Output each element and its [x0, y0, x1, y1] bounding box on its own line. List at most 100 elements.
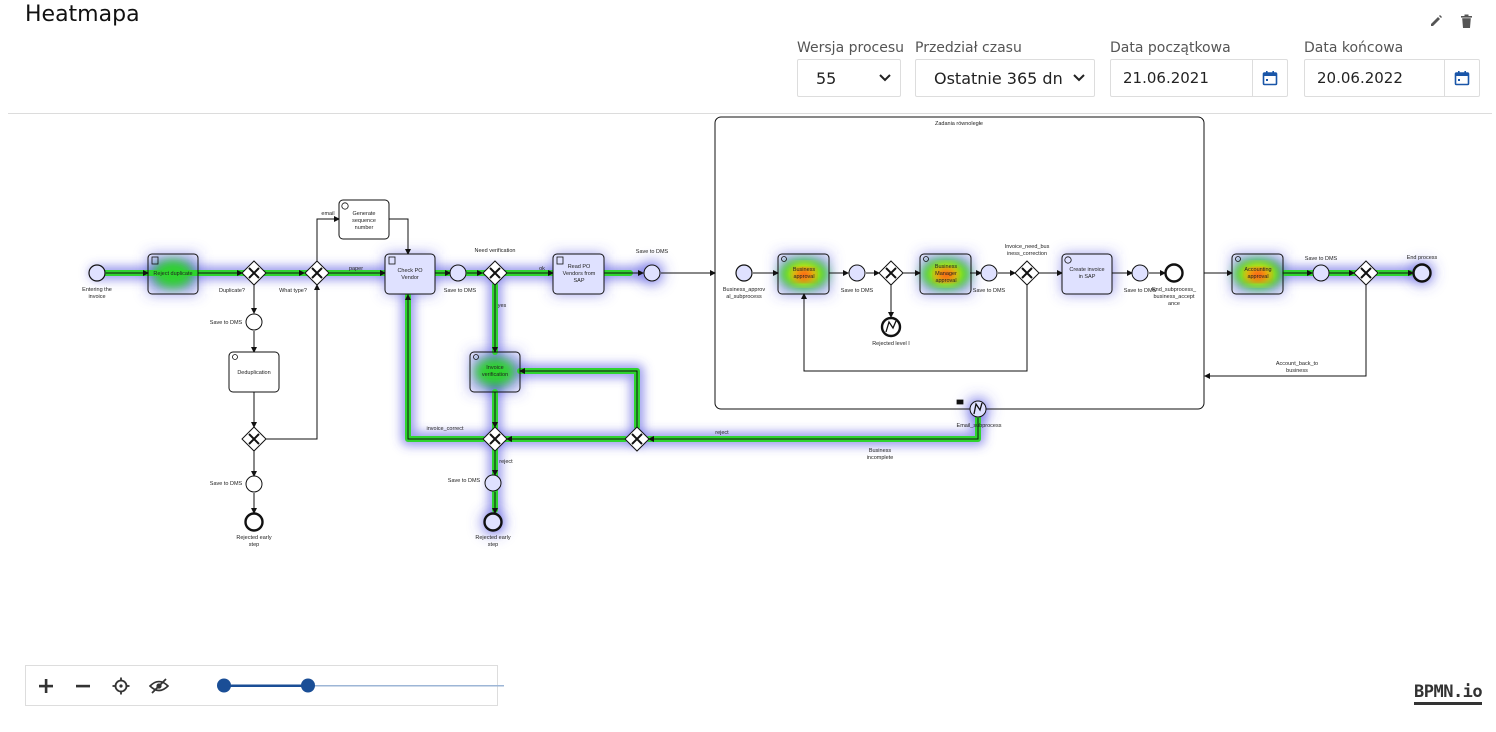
gateway-x-marks: [248, 267, 1372, 445]
start-event: [735, 264, 753, 282]
start-event: [88, 264, 106, 282]
task-label: number: [355, 225, 374, 231]
user-icon: [781, 256, 787, 262]
eye-off-icon[interactable]: [148, 675, 170, 697]
user-icon: [923, 256, 929, 262]
event-label: Save to DMS: [444, 288, 477, 294]
intermediate-event: [848, 264, 866, 282]
user-icon: [232, 354, 238, 360]
flow-label: incomplete: [867, 455, 894, 461]
end-event: [1412, 263, 1432, 283]
task-read-po-vendors: [552, 253, 605, 295]
end-event: [1164, 263, 1184, 283]
flow-label: email: [321, 211, 334, 217]
page-title: Heatmapa: [25, 2, 140, 27]
task-reject-duplicate: [147, 253, 199, 295]
task-label: Deduplication: [237, 370, 270, 376]
end-date-value[interactable]: 20.06.2022: [1317, 69, 1403, 87]
heat-halo-nodes: [148, 254, 1434, 535]
flow-label: ok: [539, 266, 545, 272]
event-label: Business_approv: [723, 287, 765, 293]
events[interactable]: [88, 263, 1432, 532]
task-label: Vendors from: [563, 271, 596, 277]
task-markers: [151, 202, 1241, 405]
slider-handle-high: [301, 678, 315, 693]
envelope-icon: [956, 399, 964, 405]
task-label: Manager: [935, 271, 957, 277]
intermediate-event: [1312, 264, 1330, 282]
parallel-subprocess[interactable]: [714, 116, 1205, 410]
event-label: Email_subprocess: [957, 423, 1002, 429]
intermediate-event: [245, 313, 263, 331]
task-label: approval: [1247, 274, 1268, 280]
pencil-icon[interactable]: [1427, 12, 1445, 30]
intermediate-event: [484, 474, 502, 492]
start-date-field[interactable]: 21.06.2021: [1110, 59, 1288, 97]
task-label: Generate: [353, 211, 376, 217]
calendar-icon[interactable]: [1444, 60, 1479, 96]
end-date-label: Data końcowa: [1304, 40, 1404, 56]
chevron-down-icon: [870, 74, 900, 82]
tasks[interactable]: [147, 199, 1284, 393]
plus-icon[interactable]: [35, 675, 57, 697]
event-label: Save to DMS: [973, 288, 1006, 294]
task-label: Read PO: [568, 264, 591, 270]
task-generate-sequence: [338, 199, 390, 240]
flow-label: paper: [349, 266, 363, 272]
end-date-field[interactable]: 20.06.2022: [1304, 59, 1480, 97]
flow-label: invoice_correct: [427, 426, 464, 432]
task-label: Accounting: [1244, 267, 1271, 273]
version-select[interactable]: 55: [797, 59, 901, 97]
range-select[interactable]: Ostatnie 365 dni: [915, 59, 1095, 97]
task-label: sequence: [352, 218, 376, 224]
bpmn-io-logo[interactable]: BPMN.io: [1414, 682, 1483, 705]
range-label: Przedział czasu: [915, 40, 1022, 56]
event-label: ance: [1168, 301, 1180, 307]
start-date-label: Data początkowa: [1110, 40, 1231, 56]
bpmn-canvas[interactable]: Zadania równoległe: [0, 114, 1496, 654]
event-label: al_subprocess: [726, 294, 762, 300]
start-date-value[interactable]: 21.06.2021: [1123, 69, 1209, 87]
gear-icon: [341, 202, 349, 210]
script-icon: [151, 256, 159, 265]
event-label: Save to DMS: [1305, 256, 1338, 262]
event-label: Rejected level I: [872, 341, 910, 347]
end-event: [483, 512, 503, 532]
event-label: Save to DMS: [210, 320, 243, 326]
header-divider: [8, 113, 1492, 114]
flow-label: business: [1286, 368, 1308, 374]
subprocess-title: Zadania równoległe: [935, 121, 983, 127]
task-label: verification: [482, 372, 508, 378]
intermediate-event: [449, 264, 467, 282]
event-label: End_subprocess_: [1152, 287, 1197, 293]
task-business-approval: [777, 253, 830, 295]
trash-icon[interactable]: [1457, 12, 1475, 30]
heat-range-slider[interactable]: [216, 678, 506, 694]
task-label: SAP: [573, 278, 584, 284]
script-icon: [388, 256, 396, 265]
event-label: step: [249, 542, 259, 548]
crosshair-icon[interactable]: [110, 675, 132, 697]
event-label: Rejected early: [236, 535, 271, 541]
event-label: Save to DMS: [448, 478, 481, 484]
version-label: Wersja procesu: [797, 40, 904, 56]
flow-label: reject: [499, 459, 513, 465]
calendar-icon[interactable]: [1252, 60, 1287, 96]
event-label: End process: [1407, 255, 1438, 261]
intermediate-event: [1131, 264, 1149, 282]
task-label: Invoice: [486, 365, 503, 371]
task-check-po-vendor: [384, 253, 436, 295]
flow-label: yes: [498, 303, 507, 309]
gear-icon: [1064, 256, 1072, 264]
error-icon: [885, 320, 983, 415]
heatmap-toolbar: [25, 665, 504, 706]
version-value: 55: [816, 68, 837, 88]
event-label: Entering the: [82, 287, 112, 293]
task-label: approval: [935, 278, 956, 284]
minus-icon[interactable]: [72, 675, 94, 697]
event-label: Save to DMS: [1124, 288, 1157, 294]
sequence-flows: [106, 216, 1414, 514]
event-label: Save to DMS: [210, 481, 243, 487]
gateway-label: Invoice_need_bus: [1005, 244, 1050, 250]
end-event: [244, 512, 264, 532]
